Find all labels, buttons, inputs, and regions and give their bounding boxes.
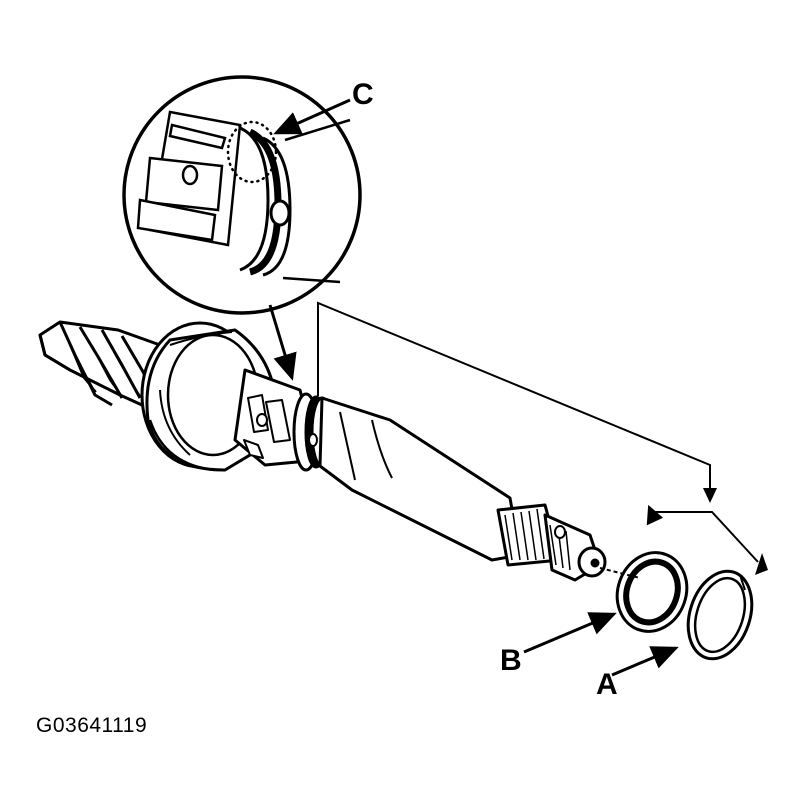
callout-a-arrow bbox=[611, 646, 679, 677]
detail-ring-band bbox=[239, 118, 351, 284]
callout-c-label: C bbox=[352, 78, 374, 111]
callout-leaders bbox=[273, 98, 679, 677]
mainshaft bbox=[38, 320, 607, 582]
part-b-snap-ring bbox=[615, 551, 689, 633]
detail-pointer-arrow bbox=[268, 304, 297, 381]
detail-highlight-dots bbox=[226, 120, 278, 184]
part-a-thrust-washer bbox=[686, 569, 754, 661]
shaft-body bbox=[308, 396, 522, 562]
detail-magnifier bbox=[122, 75, 362, 381]
detail-hub bbox=[136, 110, 242, 247]
gear-collar bbox=[140, 321, 279, 472]
callout-b-arrow bbox=[523, 612, 617, 654]
assembly-bracket bbox=[317, 301, 768, 579]
callout-b-label: B bbox=[500, 644, 522, 677]
splined-end bbox=[496, 503, 607, 582]
figure-id: G03641119 bbox=[36, 714, 148, 737]
callout-a-label: A bbox=[596, 668, 618, 701]
callout-c-arrow bbox=[273, 98, 351, 135]
